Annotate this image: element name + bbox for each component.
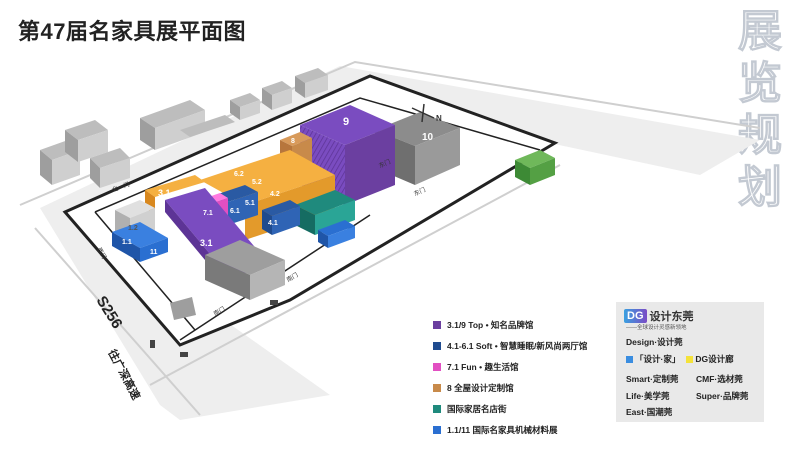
- road-outer: [34, 227, 201, 416]
- brand-line-east: East·国潮莞: [626, 406, 672, 418]
- legend-label: 8 全屋设计定制馆: [447, 382, 514, 393]
- site-inner-line: [94, 97, 541, 213]
- brand-line-smart: Smart·定制莞: [626, 373, 678, 385]
- brand-line-text: East·国潮莞: [626, 407, 673, 417]
- brand-line-text: CMF·选材莞: [696, 374, 743, 384]
- compass-icon: N: [411, 103, 442, 123]
- route-markers: [150, 300, 278, 357]
- hall-east-green: [515, 150, 555, 185]
- legend-item: 8 全屋设计定制馆: [433, 377, 613, 398]
- brand-line-text: Design·设计莞: [626, 337, 683, 347]
- hall-10-label: 10: [422, 132, 434, 143]
- legend: 3.1/9 Top • 知名品牌馆 4.1-6.1 Soft • 智慧睡眠/新风…: [433, 314, 613, 440]
- hall-label-4-2: 4.2: [270, 191, 280, 198]
- side-title-char: 展: [738, 6, 783, 58]
- hall-1-1-11: [112, 222, 168, 262]
- brand-logo-text: 设计东莞: [649, 311, 694, 323]
- surrounding-buildings: [40, 68, 328, 320]
- hall-9-label: 9: [343, 116, 349, 128]
- legend-swatch: [433, 383, 441, 392]
- side-title: 展 览 规 划: [734, 6, 786, 214]
- legend-label: 7.1 Fun • 趣生活馆: [447, 361, 519, 372]
- legend-label: 1.1/11 国际名家具机械材料展: [447, 424, 558, 435]
- road-outer: [19, 60, 760, 206]
- side-title-char: 规: [738, 110, 783, 162]
- brand-logo: DG 设计东莞: [624, 308, 694, 324]
- legend-item: 4.1-6.1 Soft • 智慧睡眠/新风尚两厅馆: [433, 335, 613, 356]
- legend-swatch: [433, 404, 441, 413]
- brand-tagline: ——全球设计灵感新领地: [626, 325, 687, 331]
- brand-swatch-blue: [626, 355, 633, 363]
- brand-line-home: 「设计·家」 DG设计廊: [626, 353, 734, 365]
- floor-plan-map: 10 9 8: [19, 60, 760, 420]
- hall-label-1-2: 1.2: [128, 225, 138, 232]
- legend-item: 3.1/9 Top • 知名品牌馆: [433, 314, 613, 335]
- hall-8-label: 8: [291, 138, 295, 145]
- side-title-char: 览: [738, 58, 783, 110]
- legend-swatch: [433, 425, 441, 434]
- road-outer: [149, 164, 561, 386]
- legend-item: 国际家居名店街: [433, 398, 613, 419]
- brand-box: DG 设计东莞 ——全球设计灵感新领地 Design·设计莞 「设计·家」 DG…: [616, 302, 764, 422]
- hall-label-7-1: 7.1: [203, 210, 213, 217]
- hall-label-5-2: 5.2: [252, 179, 262, 186]
- brand-line-text: 「设计·家」: [635, 354, 681, 364]
- brand-line-design: Design·设计莞: [626, 336, 683, 348]
- brand-line-life: Life·美学莞: [626, 390, 669, 402]
- page-title: 第47届名家具展平面图: [18, 19, 246, 44]
- hall-label-3-1-orange: 3.1: [158, 188, 171, 198]
- hall-label-1-1: 1.1: [122, 239, 132, 246]
- brand-line-text: Super·品牌莞: [696, 391, 749, 401]
- brand-line-cmf: CMF·选材莞: [696, 373, 743, 385]
- legend-swatch: [433, 341, 441, 350]
- legend-label: 国际家居名店街: [447, 403, 507, 414]
- compass-label: N: [436, 114, 442, 123]
- legend-item: 1.1/11 国际名家具机械材料展: [433, 419, 613, 440]
- hall-label-5-1: 5.1: [245, 200, 255, 207]
- legend-swatch: [433, 362, 441, 371]
- halls-dark-blue: [215, 185, 355, 248]
- hall-label-6-2: 6.2: [234, 171, 244, 178]
- hall-label-3-1: 3.1: [200, 238, 213, 248]
- hall-label-11: 11: [150, 249, 158, 256]
- hall-label-7-2: 7.2: [218, 163, 228, 170]
- brand-line-text: Smart·定制莞: [626, 374, 679, 384]
- hall-label-6-1: 6.1: [230, 208, 240, 215]
- legend-label: 4.1-6.1 Soft • 智慧睡眠/新风尚两厅馆: [447, 340, 588, 351]
- side-title-char: 划: [738, 162, 783, 214]
- halls-teal: [295, 190, 355, 235]
- hall-grey-south: [205, 240, 285, 300]
- legend-item: 7.1 Fun • 趣生活馆: [433, 356, 613, 377]
- brand-line-super: Super·品牌莞: [696, 390, 748, 402]
- legend-label: 3.1/9 Top • 知名品牌馆: [447, 319, 534, 330]
- legend-swatch: [433, 320, 441, 329]
- brand-swatch-yellow: [686, 355, 694, 363]
- brand-line-text: DG设计廊: [695, 354, 734, 364]
- brand-line-text: Life·美学莞: [626, 391, 670, 401]
- brand-logo-mark: DG: [624, 309, 647, 323]
- hall-label-4-1: 4.1: [268, 220, 278, 227]
